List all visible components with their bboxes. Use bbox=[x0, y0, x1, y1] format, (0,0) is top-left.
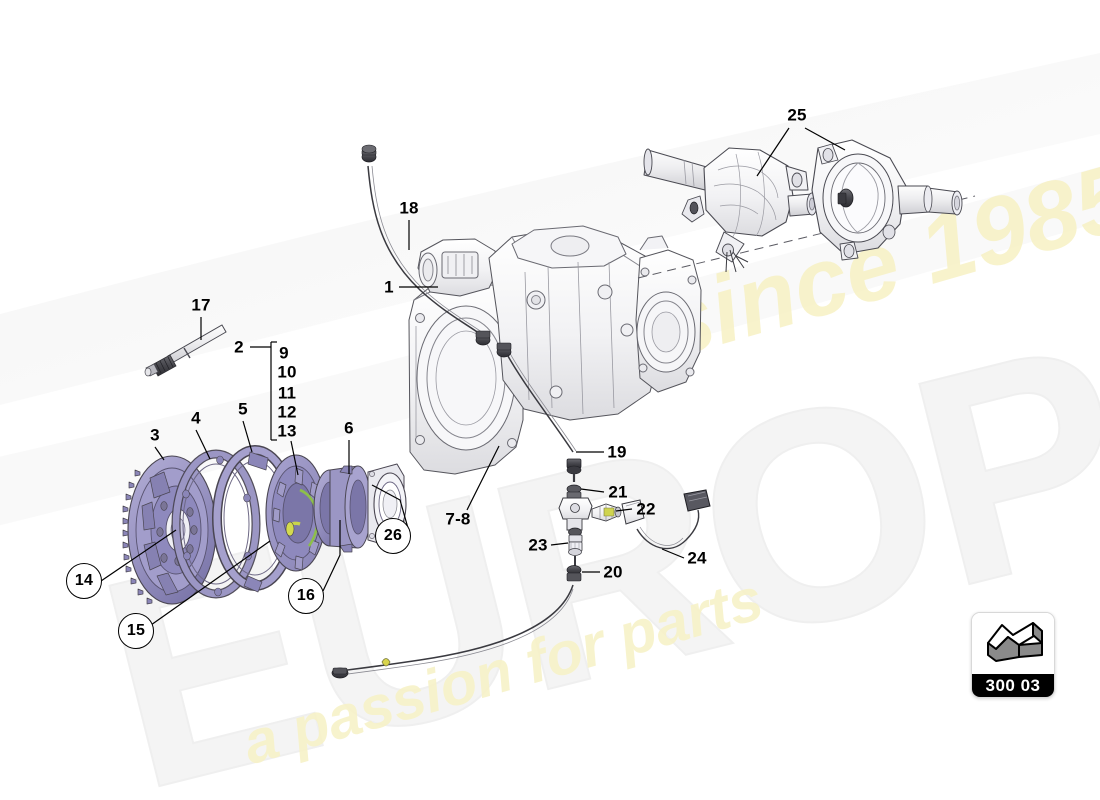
fitting-22-connector bbox=[591, 503, 622, 522]
callout-label-20[interactable]: 20 bbox=[603, 562, 623, 582]
fitting-19 bbox=[566, 458, 582, 482]
output-flange-assembly bbox=[637, 139, 976, 279]
gearbox-housing bbox=[408, 225, 702, 475]
leader-23 bbox=[550, 542, 569, 546]
callout-label-21[interactable]: 21 bbox=[608, 482, 628, 502]
alignment-pin-part17 bbox=[144, 324, 227, 377]
callout-label-9[interactable]: 9 bbox=[279, 343, 289, 363]
release-bearing-sleeve bbox=[313, 465, 372, 553]
callout-label-14[interactable]: 14 bbox=[66, 563, 102, 599]
gearbox-main-body bbox=[488, 225, 662, 421]
callout-label-4[interactable]: 4 bbox=[191, 408, 201, 428]
callout-label-11[interactable]: 11 bbox=[277, 383, 297, 403]
diagram-group-badge[interactable]: 300 03 bbox=[971, 612, 1055, 698]
leader-lines bbox=[100, 127, 846, 626]
leader-25b bbox=[804, 127, 846, 151]
callout-label-24[interactable]: 24 bbox=[687, 548, 707, 568]
callout-label-26[interactable]: 26 bbox=[375, 518, 411, 554]
callout-label-19[interactable]: 19 bbox=[607, 442, 627, 462]
clutch-disc-damper bbox=[171, 449, 261, 599]
line-fitting-19-top bbox=[496, 342, 512, 358]
callout-label-10[interactable]: 10 bbox=[277, 362, 297, 382]
callout-label-23[interactable]: 23 bbox=[528, 535, 548, 555]
line-fitting-bottom-18 bbox=[475, 330, 491, 346]
callout-label-7-8[interactable]: 7-8 bbox=[445, 509, 471, 529]
hydraulic-line-part18 bbox=[361, 144, 491, 346]
callout-label-12[interactable]: 12 bbox=[277, 402, 297, 422]
line-end-clip bbox=[381, 658, 391, 667]
flange-housing-left bbox=[643, 147, 818, 273]
callout-label-22[interactable]: 22 bbox=[636, 499, 656, 519]
callout-label-3[interactable]: 3 bbox=[150, 425, 160, 445]
leader-22 bbox=[615, 508, 633, 512]
bell-housing bbox=[408, 271, 524, 475]
fitting-20 bbox=[566, 565, 582, 582]
hydraulic-fitting-stack bbox=[558, 458, 622, 582]
leader-15 bbox=[150, 540, 271, 626]
leader-25a bbox=[756, 127, 790, 177]
callout-label-2[interactable]: 2 bbox=[234, 337, 244, 357]
gearbox-rear-case bbox=[635, 235, 702, 393]
hydraulic-lines-lower bbox=[331, 342, 577, 679]
callout-label-18[interactable]: 18 bbox=[399, 198, 419, 218]
callout-label-25[interactable]: 25 bbox=[787, 105, 807, 125]
line-fitting-top bbox=[361, 144, 377, 163]
leader-5 bbox=[242, 420, 253, 453]
clutch-assembly bbox=[122, 445, 407, 605]
line-fitting-far-end bbox=[331, 667, 349, 679]
callout-label-13[interactable]: 13 bbox=[277, 421, 297, 441]
callout-label-5[interactable]: 5 bbox=[238, 399, 248, 419]
clutch-pack-basket bbox=[265, 454, 327, 572]
callout-label-15[interactable]: 15 bbox=[118, 613, 154, 649]
fitting-21-valve bbox=[558, 484, 593, 531]
leader-13 bbox=[290, 440, 299, 476]
leader-7-8 bbox=[466, 445, 500, 511]
badge-icon-svg bbox=[987, 622, 1043, 662]
fitting-23-nipple bbox=[568, 527, 583, 566]
callout-label-17[interactable]: 17 bbox=[191, 295, 211, 315]
leader-3 bbox=[154, 446, 165, 461]
flange-cover-right bbox=[811, 139, 963, 261]
wiring-harness-part24 bbox=[621, 489, 711, 550]
leader-4 bbox=[195, 429, 211, 460]
badge-number-text: 300 03 bbox=[972, 674, 1054, 697]
callout-label-16[interactable]: 16 bbox=[288, 578, 324, 614]
clutch-actuator-block bbox=[417, 238, 498, 297]
leader-14 bbox=[100, 529, 177, 582]
callout-label-1[interactable]: 1 bbox=[384, 277, 394, 297]
callout-label-6[interactable]: 6 bbox=[344, 418, 354, 438]
leader-26 bbox=[371, 484, 409, 529]
leader-16 bbox=[322, 520, 341, 592]
leader-24 bbox=[661, 548, 685, 559]
leader-21 bbox=[580, 488, 605, 493]
exploded-view-icon bbox=[972, 613, 1054, 674]
